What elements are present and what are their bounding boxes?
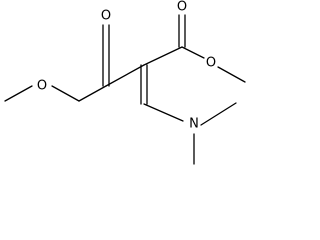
amine-nitrogen-label: N bbox=[189, 117, 199, 132]
ketone-oxygen-label: O bbox=[101, 9, 111, 24]
carbonyl-oxygen-label: O bbox=[177, 0, 187, 15]
bond-methylene-to-ketone bbox=[78, 85, 107, 102]
chemical-structure-diagram: O O O O N bbox=[4, 0, 246, 165]
bond-n-to-methyl-right bbox=[200, 102, 237, 126]
ester-oxygen-label: O bbox=[206, 56, 216, 71]
bond-ester-o-to-methyl bbox=[217, 66, 246, 83]
bond-vinyl-to-n bbox=[143, 103, 184, 122]
bond-ether-o-to-methylene bbox=[51, 85, 80, 102]
ether-oxygen-label: O bbox=[37, 79, 47, 94]
bond-ketone-to-central bbox=[105, 64, 145, 87]
bond-central-to-ester bbox=[143, 46, 183, 66]
bond-ester-to-o bbox=[181, 46, 205, 59]
bond-methyl-ether bbox=[4, 85, 33, 102]
